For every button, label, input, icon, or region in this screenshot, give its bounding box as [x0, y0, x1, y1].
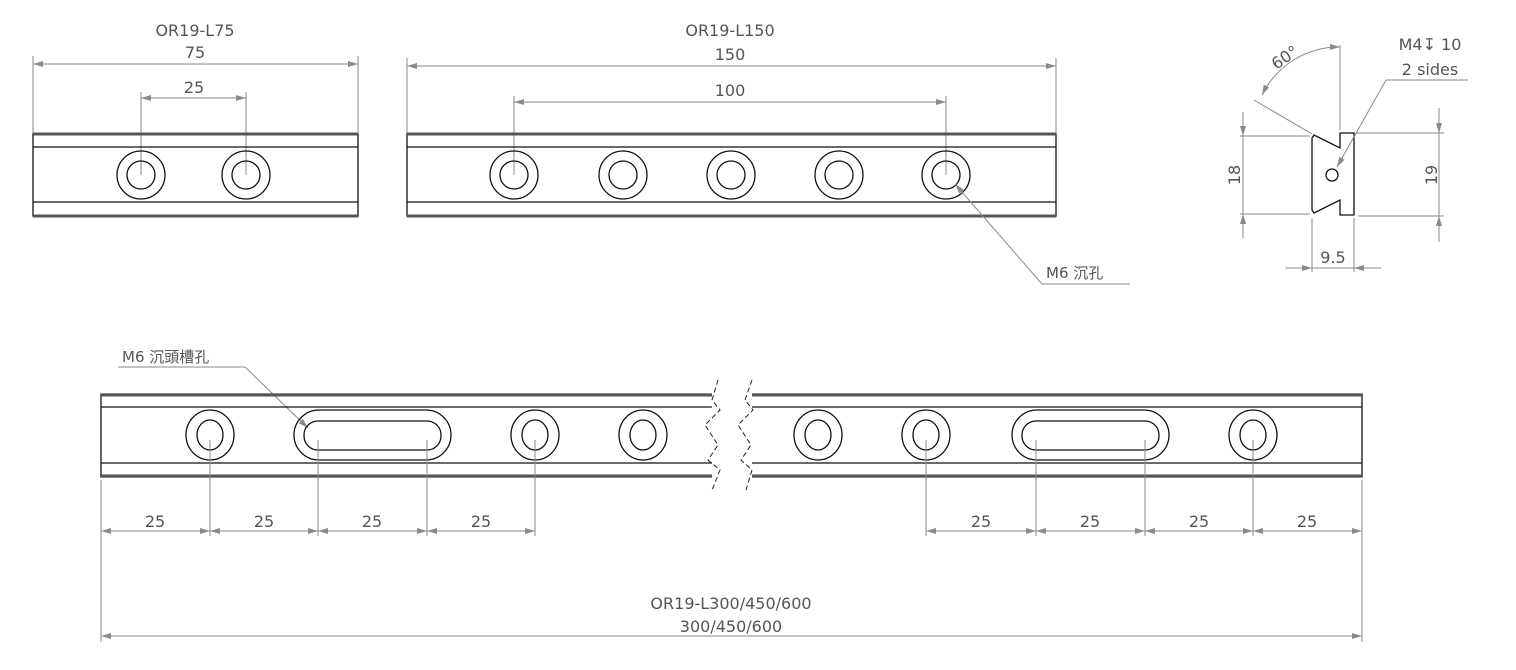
tapped-hole: [1325, 168, 1339, 182]
long-title: OR19-L300/450/600: [650, 594, 811, 613]
countersunk-hole: [706, 150, 756, 200]
thread-leader-line: [1336, 79, 1468, 168]
cross-section-view: 60° M4↧ 10 2 sides 18 19 9.5: [1225, 35, 1468, 272]
rail-view-long: M6 沉頭槽孔 25 25: [100, 348, 1363, 642]
right-pitch-dim: 25: [971, 512, 991, 531]
thread-note: M4↧ 10: [1399, 35, 1462, 54]
hole-leader-line: [954, 183, 1130, 285]
angle-arc: [1261, 43, 1341, 96]
countersunk-hole: [814, 150, 864, 200]
countersunk-hole: [921, 150, 971, 200]
slot-leader-line: [118, 366, 309, 429]
slot-note: M6 沉頭槽孔: [122, 348, 209, 366]
countersunk-hole: [618, 409, 668, 461]
break-line: [704, 379, 721, 491]
break-line: [737, 379, 754, 491]
countersunk-hole: [598, 150, 648, 200]
l75-title: OR19-L75: [155, 21, 234, 40]
countersunk-hole: [221, 150, 271, 200]
rail-view-l150: OR19-L150 150 100 M6 沉孔: [406, 21, 1130, 285]
right-pitch-dim: 25: [1297, 512, 1317, 531]
countersunk-hole: [116, 150, 166, 200]
height-dim-19: 19: [1422, 165, 1441, 185]
countersunk-hole: [793, 409, 843, 461]
height-dim-18: 18: [1225, 165, 1244, 185]
l150-rail-body: [406, 133, 1057, 217]
long-length-dim: 300/450/600: [680, 617, 782, 636]
left-pitch-dim: 25: [471, 512, 491, 531]
countersunk-slot: [1011, 409, 1170, 461]
right-pitch-dim: 25: [1080, 512, 1100, 531]
rail-view-l75: OR19-L75 75 25: [32, 21, 359, 218]
right-pitch-dim: 25: [1189, 512, 1209, 531]
l150-length-dim: 150: [715, 45, 746, 64]
l150-pitch-dim: 100: [715, 81, 746, 100]
rail-profile: [1311, 132, 1355, 216]
countersunk-slot: [293, 409, 452, 461]
left-pitch-dim: 25: [254, 512, 274, 531]
thread-note-sides: 2 sides: [1402, 60, 1458, 79]
left-pitch-dim: 25: [362, 512, 382, 531]
angle-dim: 60°: [1268, 42, 1302, 74]
l150-title: OR19-L150: [685, 21, 774, 40]
l75-length-dim: 75: [185, 43, 205, 62]
width-dim: 9.5: [1320, 248, 1345, 267]
l75-pitch-dim: 25: [184, 78, 204, 97]
countersunk-hole: [489, 150, 539, 200]
l75-rail-body: [32, 133, 359, 217]
hole-note: M6 沉孔: [1046, 264, 1103, 282]
left-pitch-dim: 25: [145, 512, 165, 531]
